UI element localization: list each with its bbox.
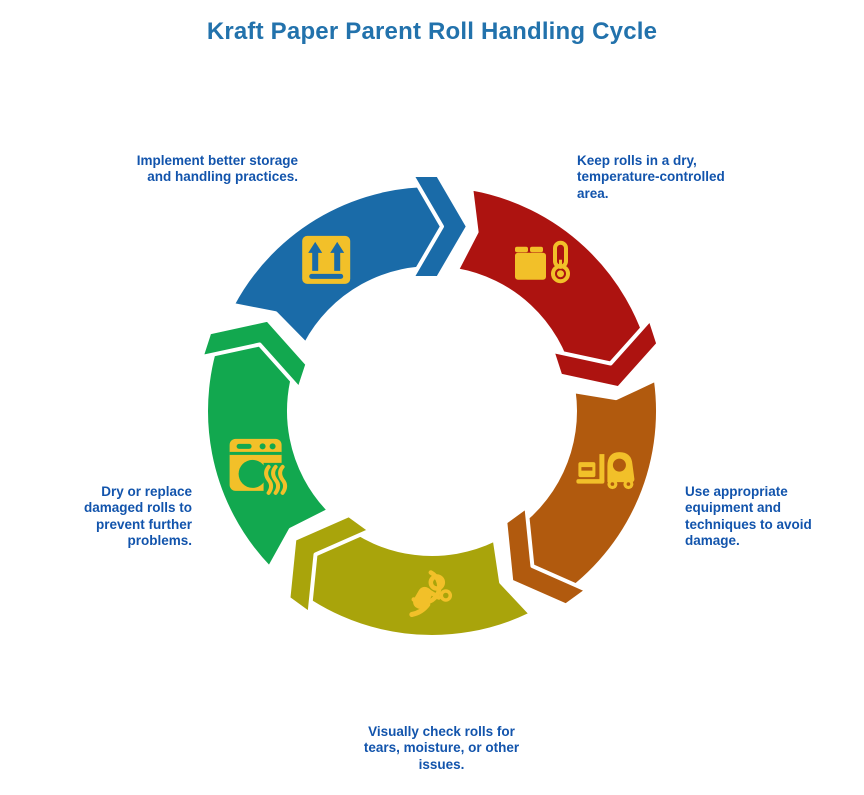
segment-climate-control: [454, 186, 654, 379]
step-label-equipment: Use appropriate equipment and techniques…: [685, 484, 812, 549]
segment-arrow-storage-practices: [410, 173, 470, 280]
dryer-icon: [229, 438, 288, 495]
forklift-icon: [576, 452, 635, 490]
step-label-inspection: Visually check rolls for tears, moisture…: [363, 724, 520, 772]
step-label-climate-control: Keep rolls in a dry, temperature-control…: [577, 153, 725, 201]
segment-arrow-inspection: [286, 513, 372, 616]
segment-arrow-equipment: [503, 504, 589, 608]
box-thermometer-icon: [515, 240, 570, 284]
step-label-storage-practices: Implement better storage and handling pr…: [136, 153, 298, 185]
step-label-dry-replace: Dry or replace damaged rolls to prevent …: [83, 484, 192, 549]
inspector-icon: [409, 570, 453, 617]
segment-arrow-climate-control: [550, 317, 661, 391]
segment-arrow-dry-replace: [199, 317, 310, 391]
segment-inspection: [284, 518, 534, 639]
diagram-title: Kraft Paper Parent Roll Handling Cycle: [206, 18, 658, 45]
segment-equipment: [505, 377, 660, 605]
package-up-arrows-icon: [302, 235, 351, 284]
